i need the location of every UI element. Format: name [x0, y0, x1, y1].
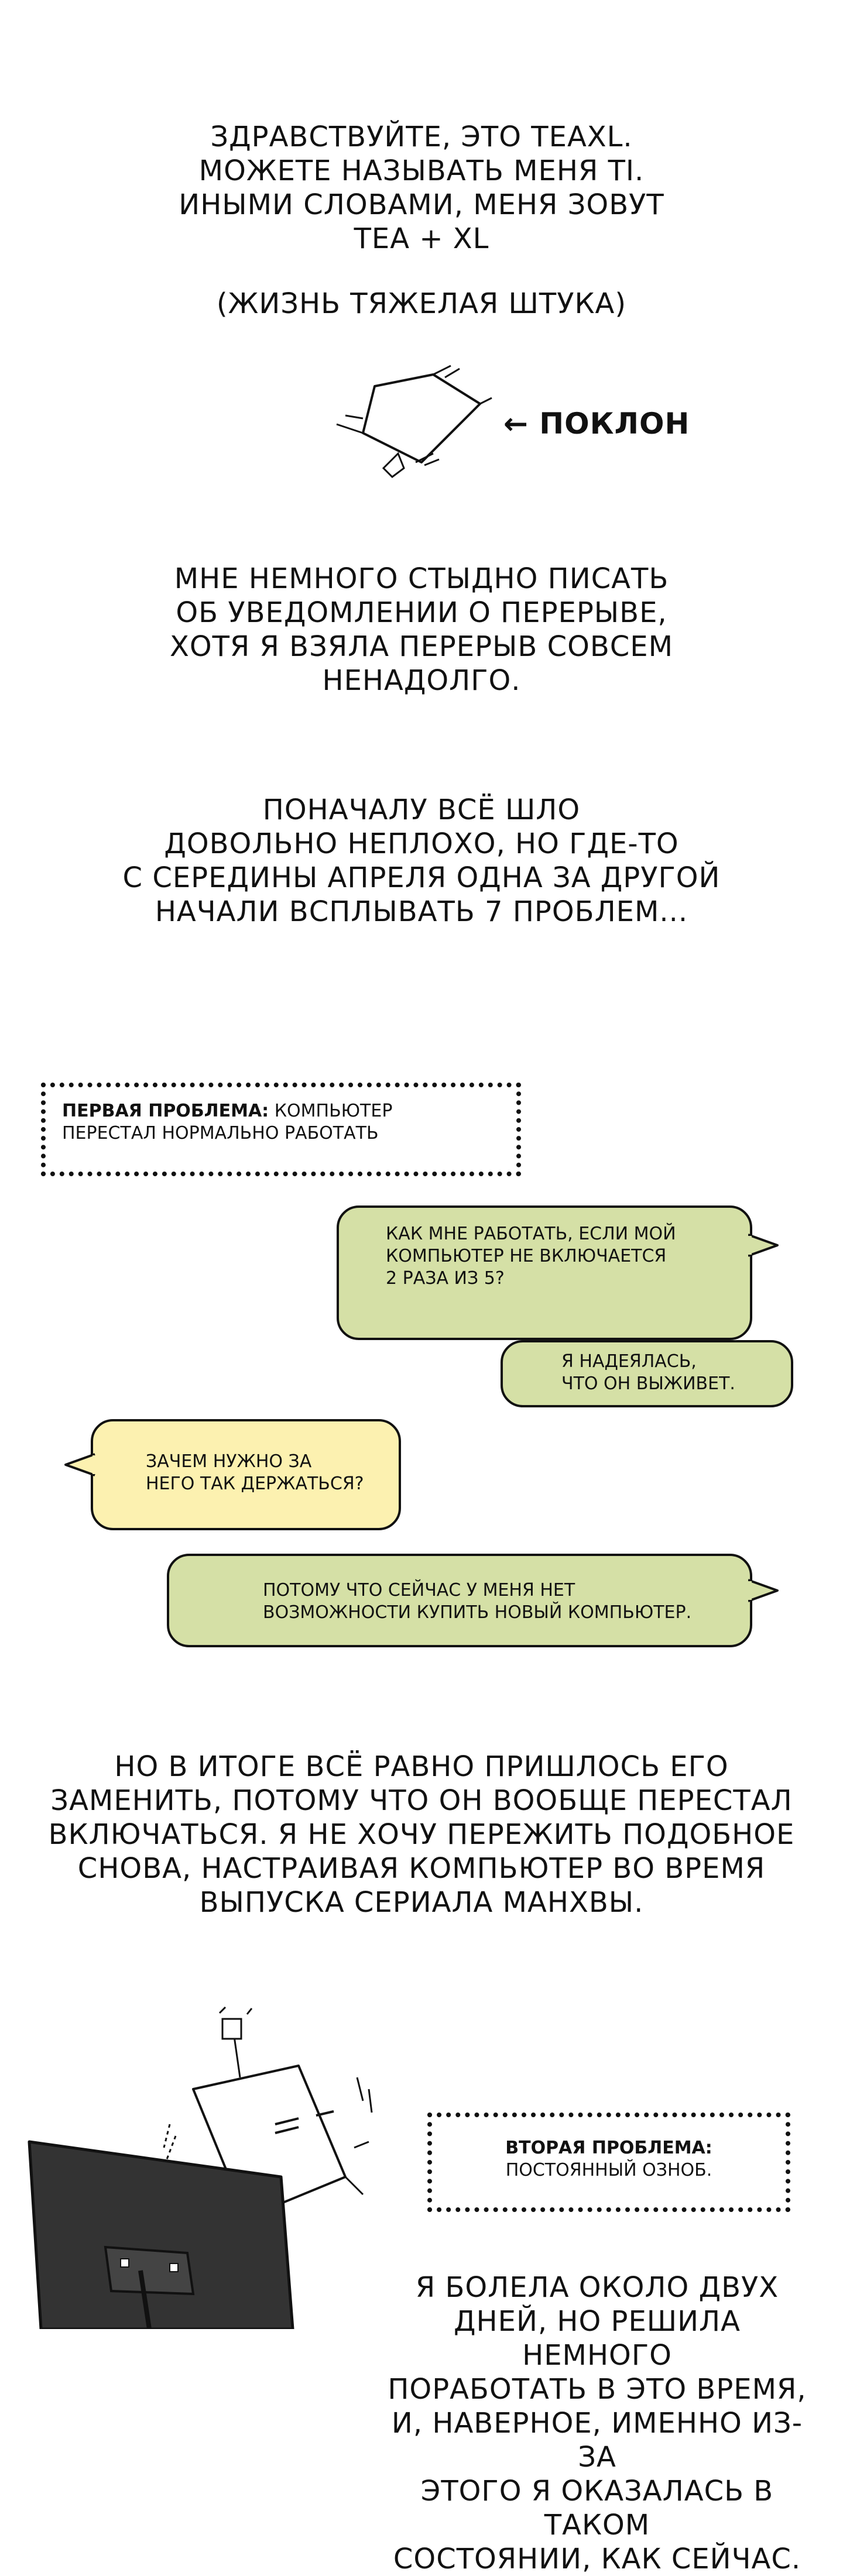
character-at-monitor-icon: [28, 2006, 373, 2329]
intro-line-4: TEA + XL: [354, 222, 489, 255]
intro-line-3: ИНЫМИ СЛОВАМИ, МЕНЯ ЗОВУТ: [179, 188, 664, 221]
chat-bubble-1-line: КАК МНЕ РАБОТАТЬ, ЕСЛИ МОЙ: [386, 1224, 676, 1244]
intro-aside: (ЖИЗНЬ ТЯЖЕЛАЯ ШТУКА): [216, 287, 627, 320]
paragraph-2-line: С СЕРЕДИНЫ АПРЕЛЯ ОДНА ЗА ДРУГОЙ: [122, 861, 721, 894]
chat-bubble-1-line: 2 РАЗА ИЗ 5?: [386, 1268, 505, 1289]
paragraph-4-line: ДНЕЙ, НО РЕШИЛА НЕМНОГО: [454, 2305, 741, 2372]
paragraph-3-line: ВКЛЮЧАТЬСЯ. Я НЕ ХОЧУ ПЕРЕЖИТЬ ПОДОБНОЕ: [48, 1818, 795, 1851]
paragraph-2-line: ПОНАЧАЛУ ВСЁ ШЛО: [262, 794, 581, 826]
chat-bubble-3-line: НЕГО ТАК ДЕРЖАТЬСЯ?: [146, 1474, 364, 1494]
intro-line-1: ЗДРАВСТВУЙТЕ, ЭТО TEAXL.: [210, 121, 633, 153]
chat-bubble-4-tail: [748, 1579, 779, 1602]
paragraph-2: ПОНАЧАЛУ ВСЁ ШЛО ДОВОЛЬНО НЕПЛОХО, НО ГД…: [0, 793, 843, 929]
paragraph-4-line: И, НАВЕРНОЕ, ИМЕННО ИЗ-ЗА: [391, 2407, 803, 2474]
chat-bubble-4: ПОТОМУ ЧТО СЕЙЧАС У МЕНЯ НЕТ ВОЗМОЖНОСТИ…: [167, 1554, 752, 1647]
paragraph-4-line: ПОРАБОТАТЬ В ЭТО ВРЕМЯ,: [388, 2373, 807, 2406]
paragraph-2-line: НАЧАЛИ ВСПЛЫВАТЬ 7 ПРОБЛЕМ...: [155, 895, 688, 928]
paragraph-1: МНЕ НЕМНОГО СТЫДНО ПИСАТЬ ОБ УВЕДОМЛЕНИИ…: [0, 562, 843, 698]
paragraph-1-line: ОБ УВЕДОМЛЕНИИ О ПЕРЕРЫВЕ,: [176, 596, 667, 629]
problem-1-box: ПЕРВАЯ ПРОБЛЕМА: КОМПЬЮТЕР ПЕРЕСТАЛ НОРМ…: [41, 1083, 521, 1176]
intro-text: ЗДРАВСТВУЙТЕ, ЭТО TEAXL. МОЖЕТЕ НАЗЫВАТЬ…: [0, 120, 843, 256]
chat-bubble-1: КАК МНЕ РАБОТАТЬ, ЕСЛИ МОЙ КОМПЬЮТЕР НЕ …: [337, 1205, 752, 1340]
paragraph-1-line: ХОТЯ Я ВЗЯЛА ПЕРЕРЫВ СОВСЕМ: [169, 630, 674, 663]
paragraph-3-line: НО В ИТОГЕ ВСЁ РАВНО ПРИШЛОСЬ ЕГО: [114, 1750, 729, 1783]
paragraph-4-line: Я БОЛЕЛА ОКОЛО ДВУХ: [415, 2271, 779, 2304]
chat-bubble-2-line: Я НАДЕЯЛАСЬ,: [561, 1351, 697, 1372]
paragraph-4-line: ЭТОГО Я ОКАЗАЛАСЬ В ТАКОМ: [420, 2475, 774, 2541]
chat-bubble-4-line: ПОТОМУ ЧТО СЕЙЧАС У МЕНЯ НЕТ: [263, 1580, 575, 1600]
paragraph-1-line: НЕНАДОЛГО.: [322, 664, 521, 697]
bowing-character-icon: [336, 365, 492, 478]
chat-bubble-4-line: ВОЗМОЖНОСТИ КУПИТЬ НОВЫЙ КОМПЬЮТЕР.: [263, 1602, 692, 1623]
paragraph-4-line: СОСТОЯНИИ, КАК СЕЙЧАС.: [393, 2543, 801, 2575]
paragraph-3-line: ВЫПУСКА СЕРИАЛА МАНХВЫ.: [199, 1886, 644, 1919]
chat-bubble-1-tail: [748, 1234, 779, 1257]
paragraph-2-line: ДОВОЛЬНО НЕПЛОХО, НО ГДЕ-ТО: [164, 827, 679, 860]
problem-1-heading: ПЕРВАЯ ПРОБЛЕМА:: [62, 1101, 269, 1121]
paragraph-1-line: МНЕ НЕМНОГО СТЫДНО ПИСАТЬ: [174, 562, 669, 595]
problem-2-box: ВТОРАЯ ПРОБЛЕМА: ПОСТОЯННЫЙ ОЗНОБ.: [427, 2113, 790, 2212]
bow-label: ← ПОКЛОН: [503, 407, 690, 441]
chat-bubble-2-line: ЧТО ОН ВЫЖИВЕТ.: [561, 1373, 735, 1394]
intro-line-2: МОЖЕТЕ НАЗЫВАТЬ МЕНЯ TI.: [198, 154, 645, 187]
chat-bubble-3-tail: [64, 1453, 96, 1476]
problem-1-text-b: ПЕРЕСТАЛ НОРМАЛЬНО РАБОТАТЬ: [62, 1123, 379, 1143]
paragraph-3: НО В ИТОГЕ ВСЁ РАВНО ПРИШЛОСЬ ЕГО ЗАМЕНИ…: [0, 1750, 843, 1919]
chat-bubble-2: Я НАДЕЯЛАСЬ, ЧТО ОН ВЫЖИВЕТ.: [501, 1340, 793, 1407]
problem-1-text-a: КОМПЬЮТЕР: [274, 1101, 393, 1121]
chat-bubble-3: ЗАЧЕМ НУЖНО ЗА НЕГО ТАК ДЕРЖАТЬСЯ?: [91, 1419, 401, 1530]
paragraph-4: Я БОЛЕЛА ОКОЛО ДВУХ ДНЕЙ, НО РЕШИЛА НЕМН…: [375, 2271, 820, 2576]
chat-bubble-1-line: КОМПЬЮТЕР НЕ ВКЛЮЧАЕТСЯ: [386, 1246, 667, 1266]
paragraph-3-line: ЗАМЕНИТЬ, ПОТОМУ ЧТО ОН ВООБЩЕ ПЕРЕСТАЛ: [50, 1784, 793, 1817]
chat-bubble-3-line: ЗАЧЕМ НУЖНО ЗА: [146, 1451, 312, 1472]
paragraph-3-line: СНОВА, НАСТРАИВАЯ КОМПЬЮТЕР ВО ВРЕМЯ: [77, 1852, 766, 1885]
problem-2-heading: ВТОРАЯ ПРОБЛЕМА:: [505, 2138, 712, 2158]
problem-2-text: ПОСТОЯННЫЙ ОЗНОБ.: [505, 2160, 712, 2180]
